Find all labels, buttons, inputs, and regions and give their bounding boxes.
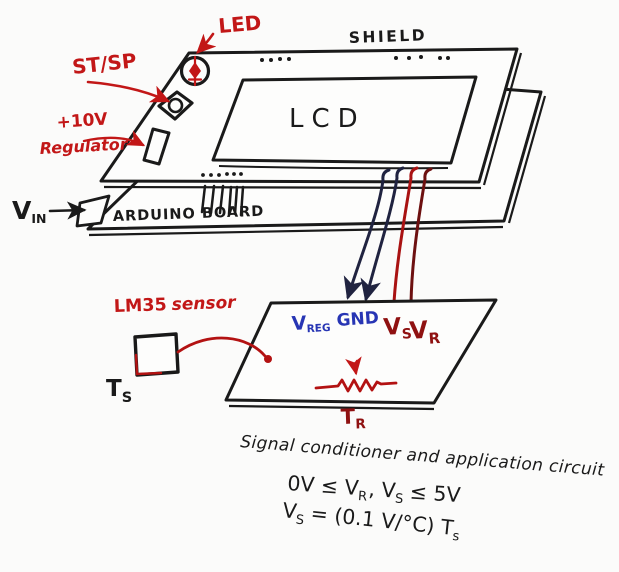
regulator-arrow [82,130,146,147]
voltage-regulator: +10V Regulator [39,109,171,166]
pin-dot [269,58,273,62]
regulator-label: Regulator [39,134,129,158]
shield-thickness-right [482,52,523,186]
led-diode-triangle [189,62,201,79]
regulator-body [142,127,171,166]
wire-vreg [343,168,391,300]
pin-dot [407,56,411,60]
lcd-label: LCD [289,104,366,134]
pin-lead [200,184,207,214]
pin-dot [446,56,450,60]
pin-dot [201,173,205,177]
led-indicator: LED [179,10,262,87]
led-label: LED [217,10,262,38]
tr-label: TR [340,404,366,433]
pin-dot [232,172,236,176]
pin-dot [394,56,398,60]
vin-label: VIN [12,196,46,226]
plus-10v-label: +10V [56,109,109,133]
arduino-board-thickness-bottom [88,225,504,237]
conditioner-outline [224,298,498,405]
pin-lead [218,184,225,215]
lcd-screen: LCD [211,75,478,170]
arduino-board-label: ARDUINO BOARD [113,204,265,225]
lcd-outline [211,75,478,165]
st-sp-arrow [86,80,171,103]
pin-dot [239,172,243,176]
header-dots-top-right [394,55,450,60]
ts-label: TS [106,376,132,406]
gnd-pin-label: GND [336,308,380,331]
led-icon [187,55,203,87]
vin-annotation: VIN [12,196,87,226]
pin-dot [438,56,442,60]
header-dots-bottom [201,172,243,177]
pin-dot [225,172,229,176]
conditioner-board: VREG GND VS VR TR [224,298,498,433]
vreg-pin-label: VREG [291,311,331,336]
pin-lead [209,184,216,215]
vs-pin-label: VS [383,313,413,344]
sensor-body [133,332,180,377]
vin-arrow [48,201,87,220]
pin-lead [233,185,239,216]
sensor-wire-terminal [264,355,272,363]
resistor-pointer-arrow [345,356,362,376]
pin-lead [227,185,233,216]
button-cap [167,97,184,114]
shield-label: SHIELD [349,26,428,47]
wire-vs [392,166,419,304]
resistor-symbol [314,356,398,393]
wire-gnd [360,166,405,302]
pin-dot [287,57,291,61]
lcd-bezel-line [218,165,449,170]
pin-dot [419,55,423,59]
resistor-zigzag [314,378,398,393]
caption-and-equations: Signal conditioner and application circu… [240,432,606,545]
pin-dot [278,57,282,61]
st-sp-label: ST/SP [71,48,138,79]
pin-dot [217,173,221,177]
equation-range: 0V ≤ VR, VS≤ 5V [286,471,461,511]
pin-dot [260,58,264,62]
pin-dot [209,173,213,177]
sensor-wire [176,336,267,358]
shield-thickness-bottom [103,185,482,190]
header-dots-top-left [260,57,291,62]
led-arrow [196,32,217,54]
pin-lead [239,185,245,217]
conditioner-thickness [228,404,435,411]
arduino-board-thickness-right [507,95,547,224]
header-pins [200,184,245,217]
sensor-red-accent [134,353,163,376]
vr-pin-label: VR [408,315,441,349]
signal-wires [343,166,433,305]
wire-vr [409,167,433,305]
